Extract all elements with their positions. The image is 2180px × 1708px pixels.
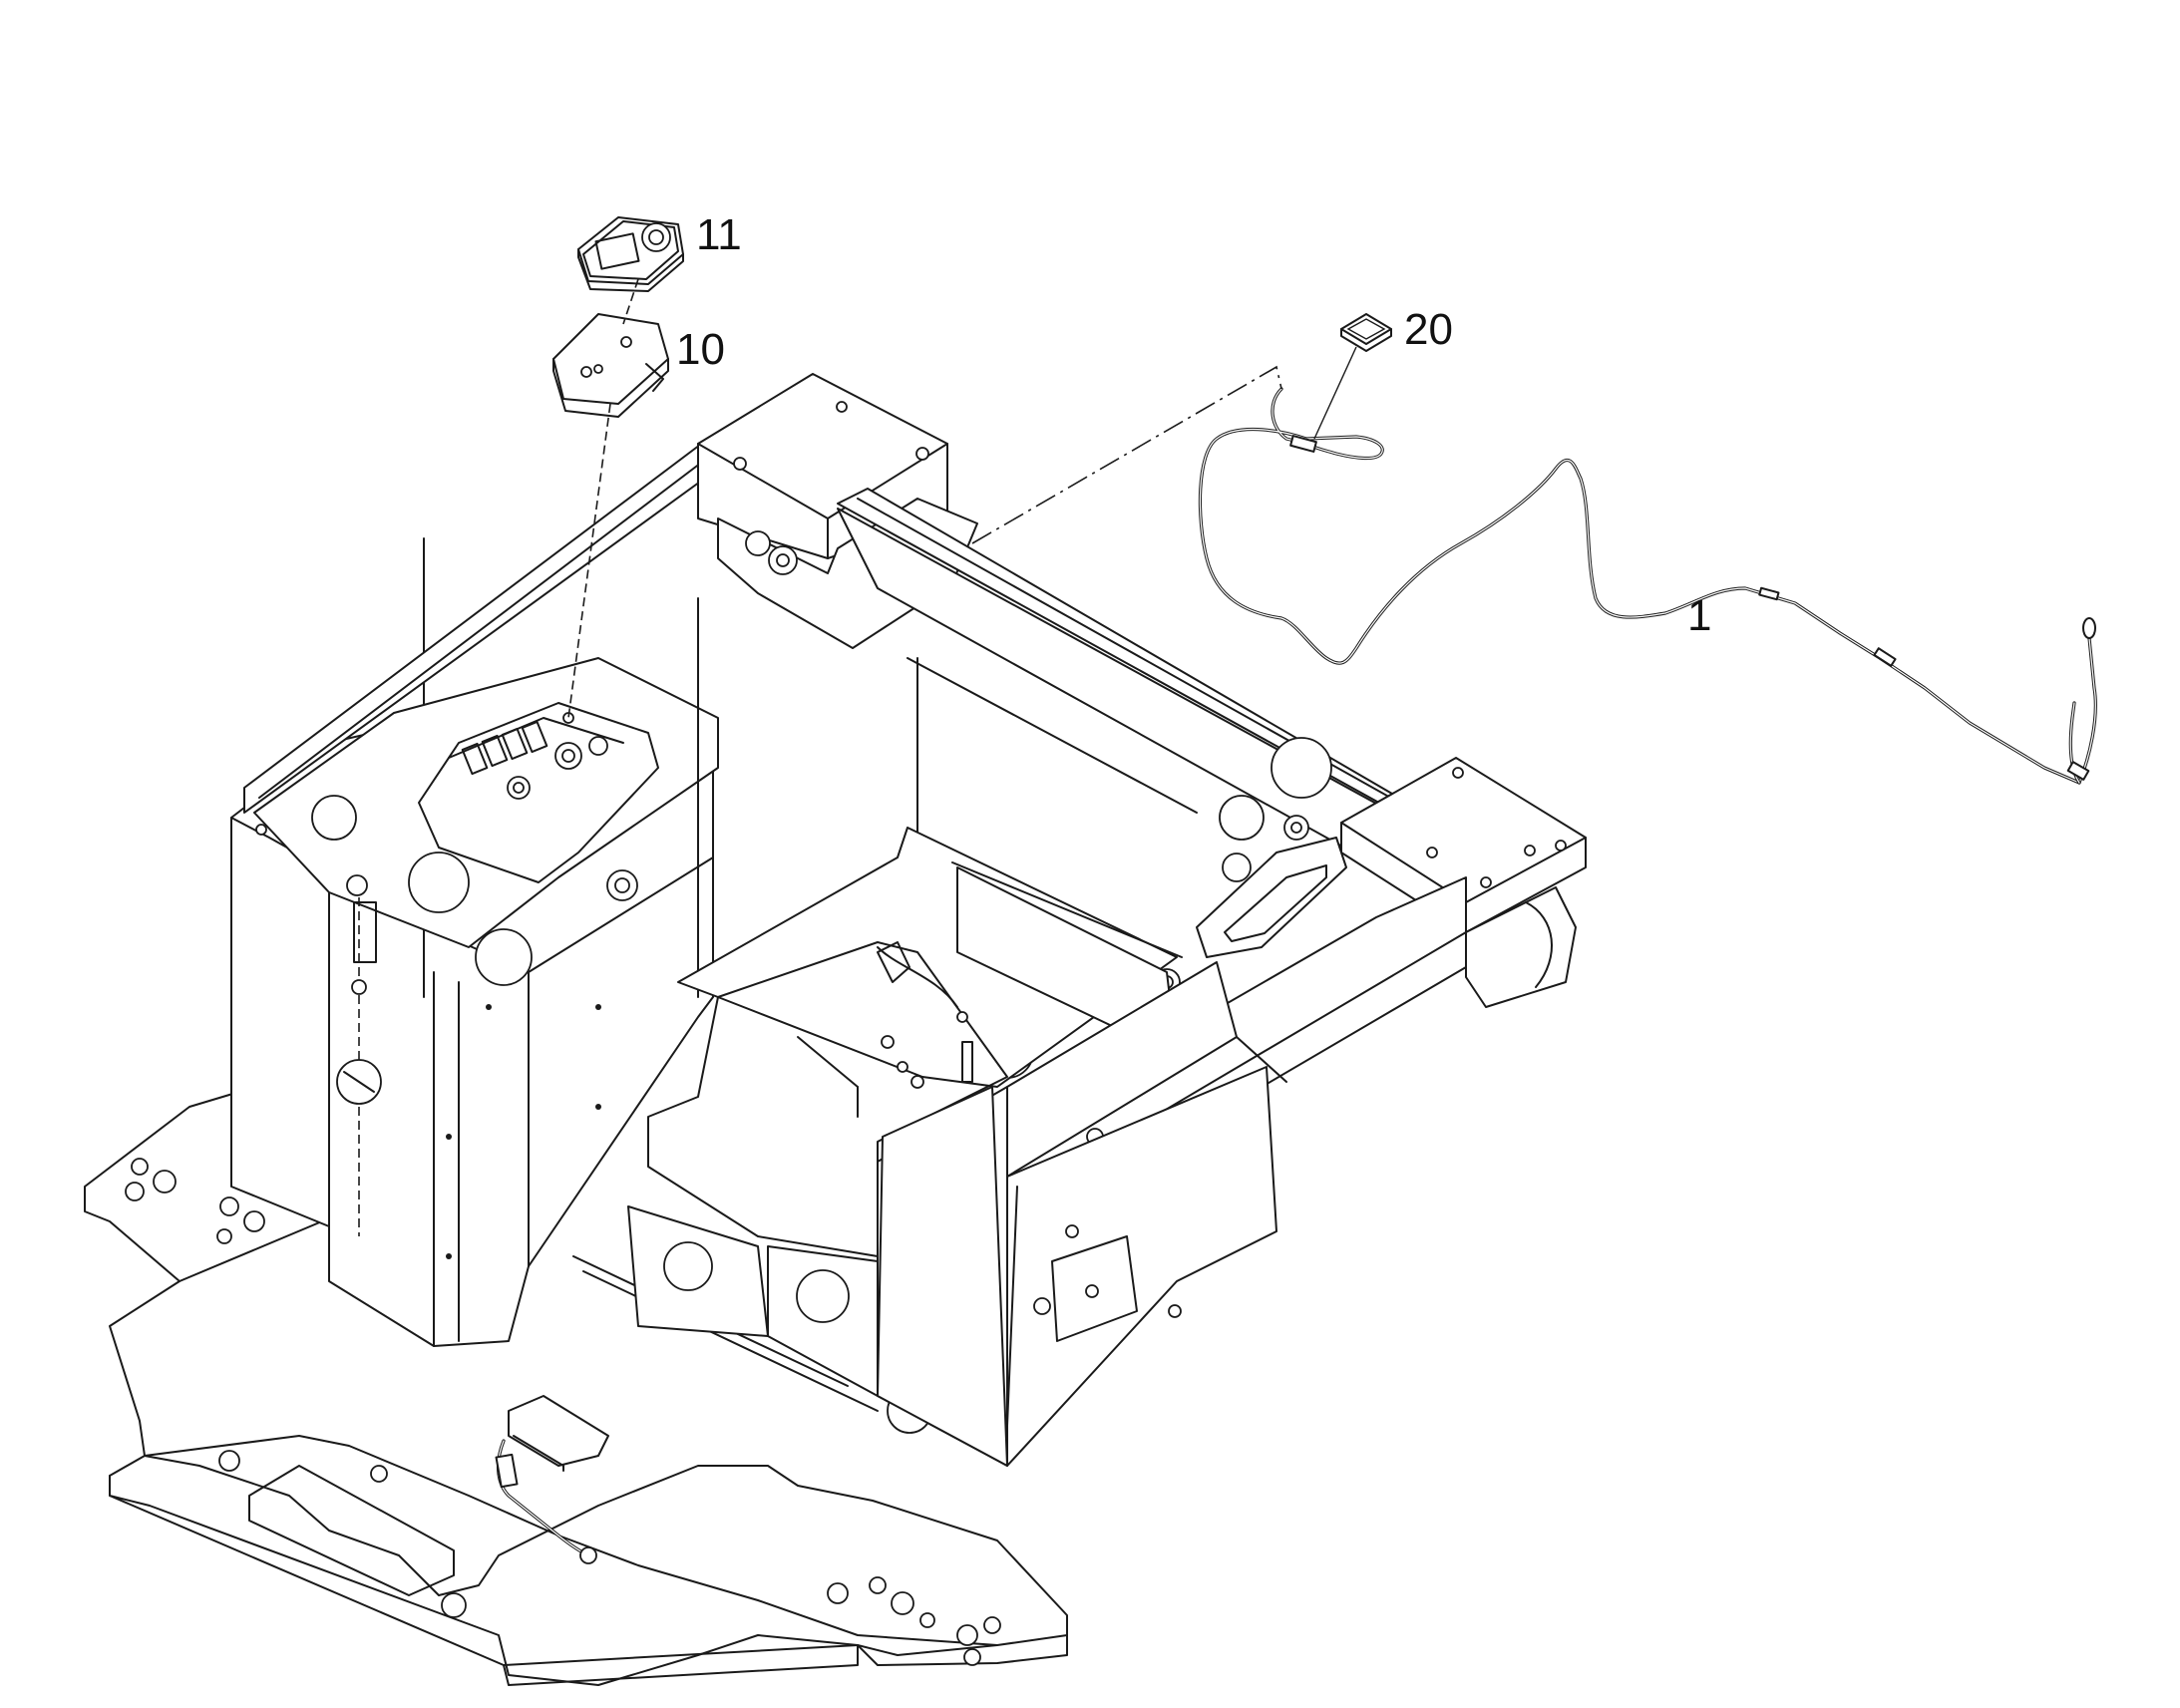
callout-20: 20: [1404, 305, 1453, 354]
part-20-pad: [1340, 313, 1392, 352]
sensor-bracket: [495, 1395, 609, 1564]
frame-assembly: [84, 373, 1587, 1686]
callout-1: 1: [1687, 591, 1711, 640]
callout-11: 11: [696, 210, 742, 259]
left-rail: [243, 438, 719, 836]
assembly-center-lines: [567, 278, 1282, 719]
right-lower-tower: [877, 1036, 1287, 1467]
part-10-mounting-plate: [552, 313, 669, 418]
right-hub: [1340, 757, 1587, 1008]
control-panel: [418, 702, 659, 883]
callout-10: 10: [676, 325, 725, 374]
part-1-cable-harness: [1198, 346, 2097, 785]
part-11-display-module: [577, 216, 684, 292]
base-plate: [84, 1091, 1068, 1686]
center-frame: [572, 597, 1238, 1467]
